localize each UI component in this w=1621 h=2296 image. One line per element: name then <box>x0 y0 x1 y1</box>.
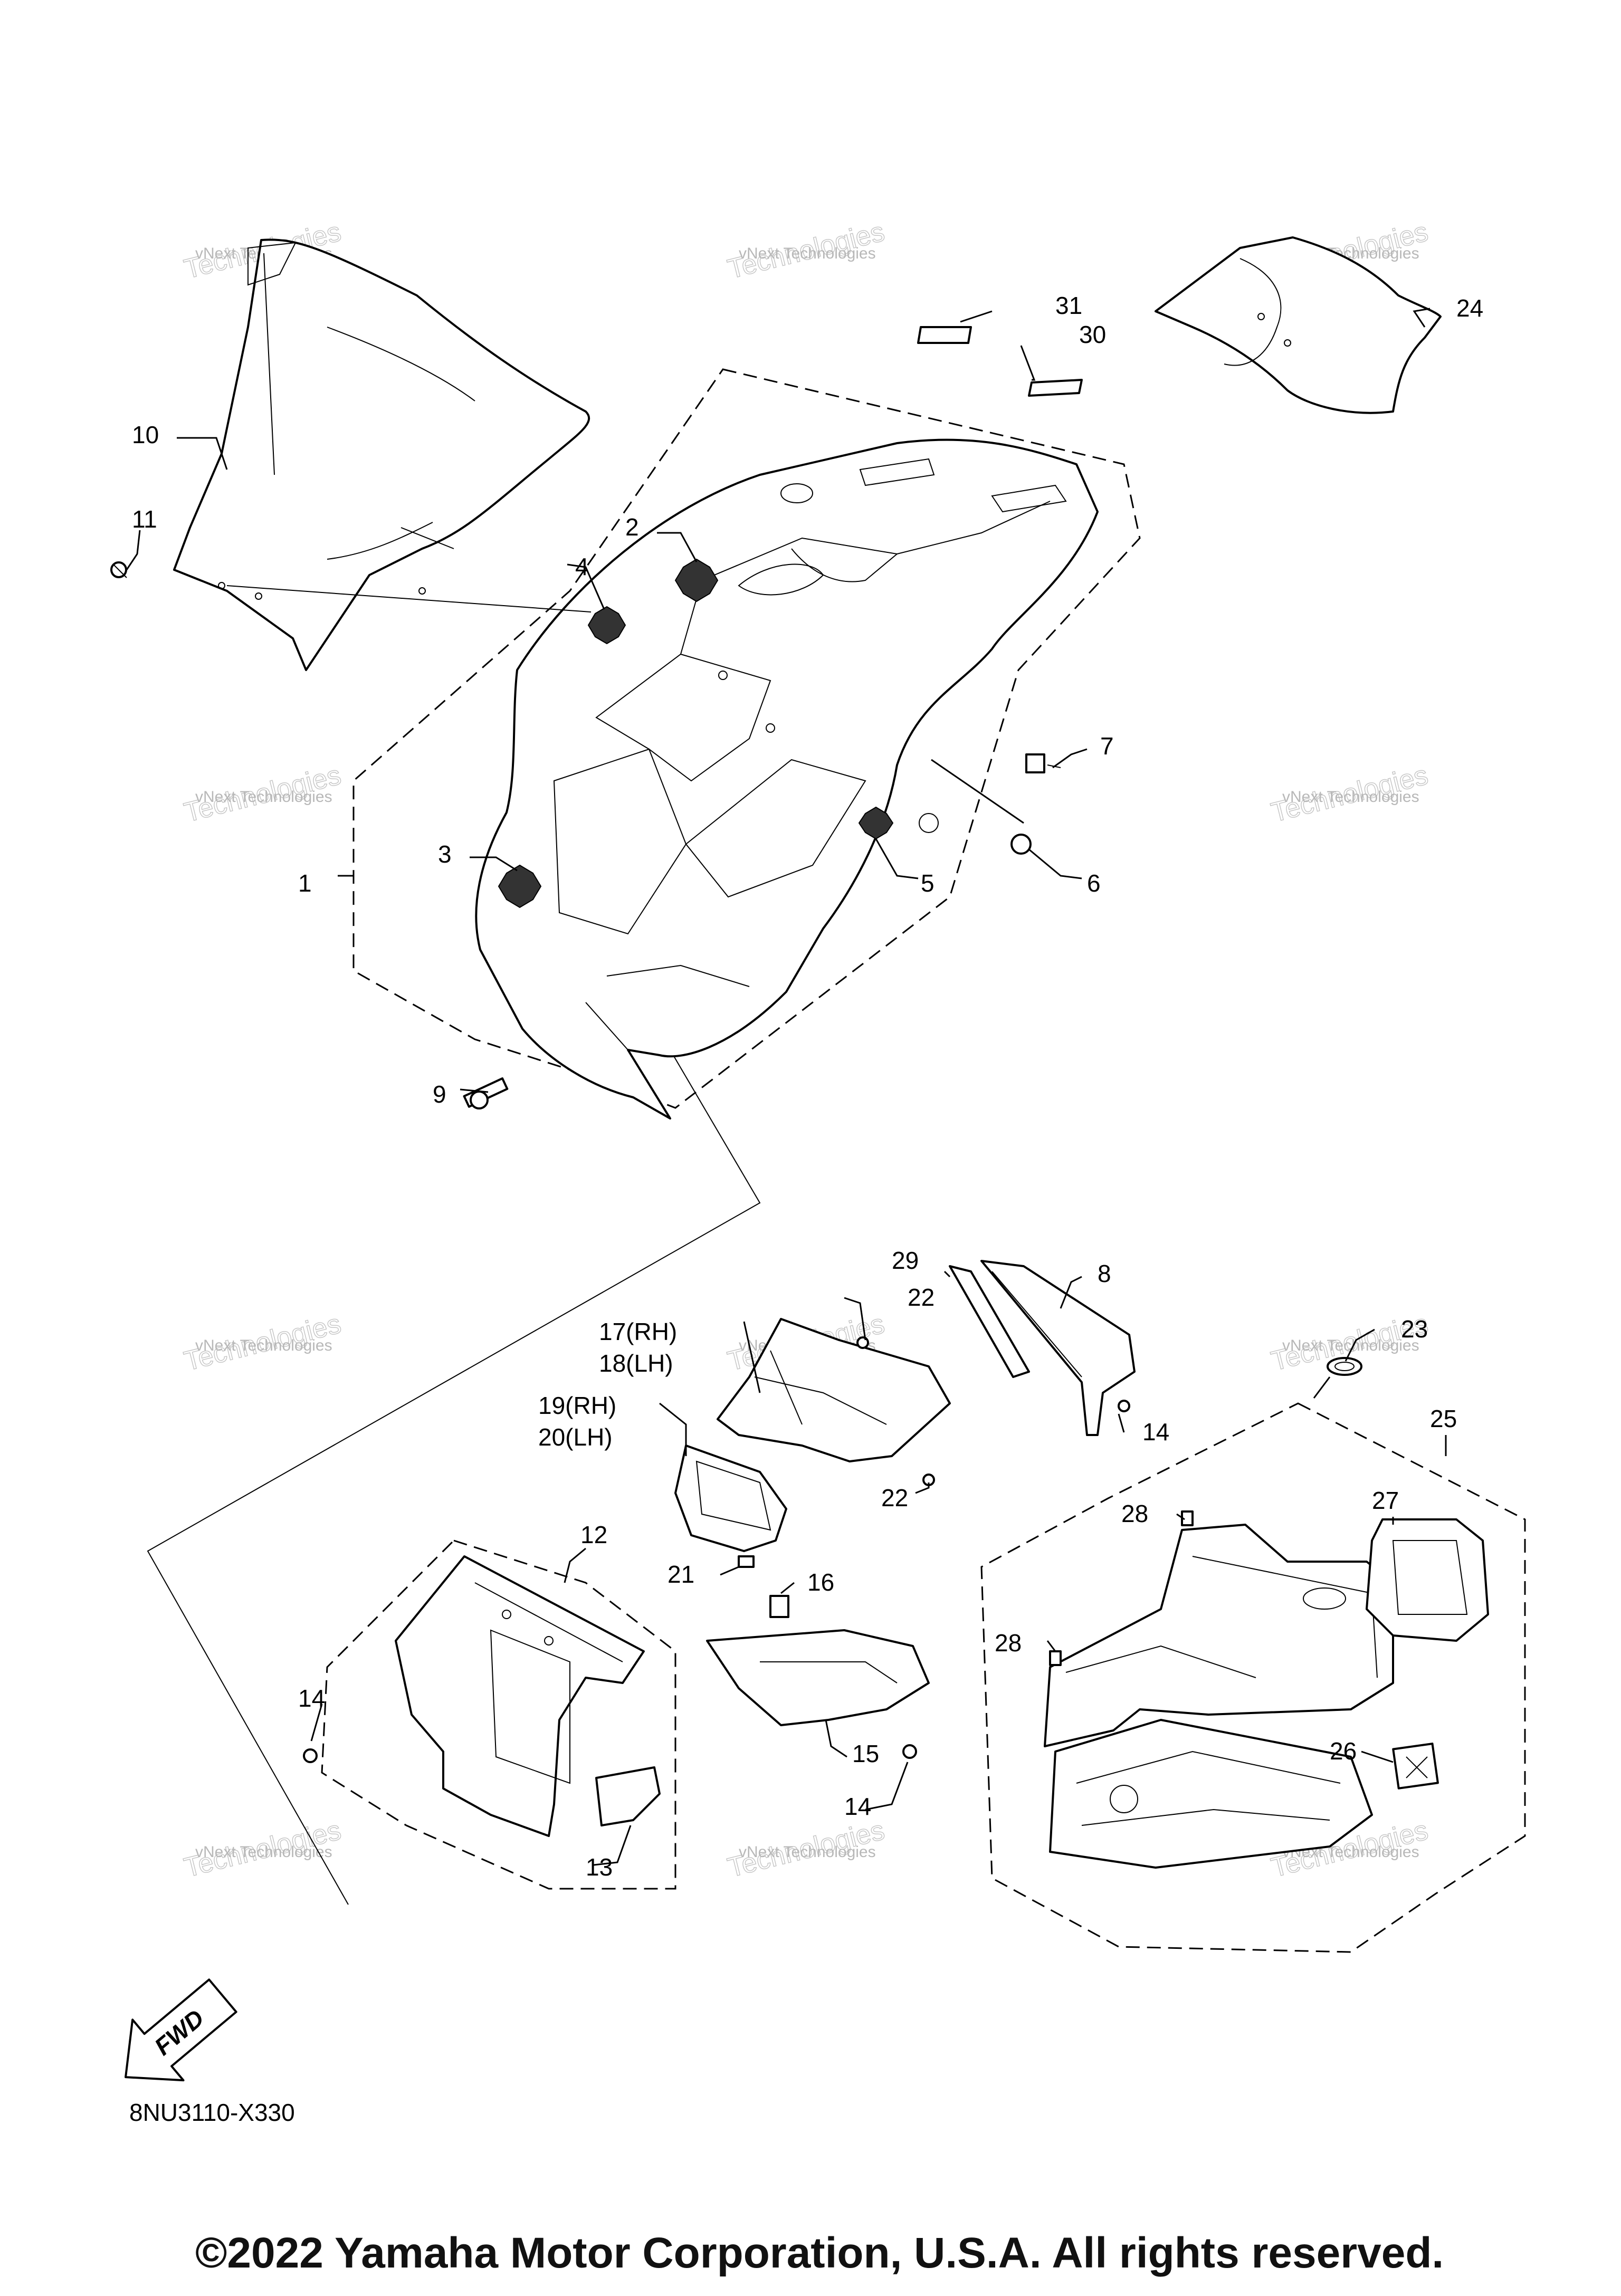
hood-panel <box>475 438 1099 1120</box>
clip-16 <box>769 1595 789 1618</box>
panel-8 <box>980 1260 1136 1436</box>
watermark-small: vNext Technologies <box>739 245 876 262</box>
callout-5: 5 <box>921 869 935 897</box>
callout-9: 9 <box>433 1080 446 1108</box>
cap-23 <box>1327 1357 1362 1376</box>
callout-27: 27 <box>1372 1487 1399 1514</box>
callout-1: 1 <box>298 869 312 897</box>
callout-21: 21 <box>668 1561 694 1588</box>
leader-lines <box>126 308 1447 1866</box>
callout-28: 28 <box>995 1629 1022 1657</box>
label-30 <box>1028 379 1083 397</box>
deflector-15 <box>706 1629 930 1726</box>
windshield <box>173 238 590 671</box>
callout-31: 31 <box>1055 292 1082 319</box>
bracket-13 <box>595 1766 661 1826</box>
cover-24 <box>1155 236 1442 414</box>
callout-11: 11 <box>132 505 157 533</box>
callout-14: 14 <box>1142 1418 1169 1446</box>
callout-13: 13 <box>586 1853 613 1881</box>
callout-22: 22 <box>881 1484 908 1511</box>
group-outline-hood-assembly <box>352 368 1141 1109</box>
connection-line <box>147 1049 761 1905</box>
lower-panel-12 <box>395 1555 645 1837</box>
strip-29 <box>949 1265 1030 1378</box>
callout-25: 25 <box>1430 1405 1457 1432</box>
emblem-4 <box>587 606 626 645</box>
callout-8: 8 <box>1098 1260 1111 1287</box>
callout-20: 20(LH) <box>538 1423 613 1451</box>
bolt-11 <box>110 561 127 578</box>
callout-2: 2 <box>625 513 639 541</box>
label-26 <box>1392 1743 1439 1790</box>
callout-24: 24 <box>1456 294 1483 322</box>
clip-7 <box>1025 753 1061 773</box>
screw-14 <box>303 1400 1130 1763</box>
frame-19-20 <box>674 1444 787 1552</box>
callout-14: 14 <box>844 1793 871 1820</box>
duct-17-18 <box>717 1318 951 1462</box>
callout-4: 4 <box>575 553 589 580</box>
watermark-small: vNext Technologies <box>195 1843 332 1861</box>
callout-3: 3 <box>438 840 452 868</box>
grommet-6 <box>1010 834 1032 855</box>
callout-26: 26 <box>1330 1737 1357 1765</box>
group-outline-lower-panel <box>321 1539 676 1890</box>
callout-29: 29 <box>892 1247 919 1274</box>
callout-labels: 1 2 3 4 5 6 7 8 9 10 11 12 13 14 14 14 1… <box>132 292 1483 1881</box>
diagram-code: 8NU3110-X330 <box>129 2099 295 2126</box>
watermark-small: vNext Technologies <box>1282 788 1419 806</box>
callout-7: 7 <box>1100 732 1114 760</box>
callout-16: 16 <box>807 1568 834 1596</box>
callout-10: 10 <box>132 421 159 448</box>
emblem-2 <box>674 558 719 602</box>
callout-6: 6 <box>1087 869 1101 897</box>
group-outline-air-box <box>980 1402 1526 1953</box>
screw-21 <box>738 1555 755 1568</box>
air-box-25 <box>1044 1524 1394 1869</box>
air-inlet-27 <box>1366 1518 1489 1642</box>
callout-14: 14 <box>298 1685 325 1712</box>
emblem-3 <box>498 864 542 908</box>
callout-15: 15 <box>852 1740 879 1767</box>
callout-22: 22 <box>908 1284 935 1311</box>
watermark-small: vNext Technologies <box>739 1843 876 1861</box>
callout-23: 23 <box>1401 1315 1428 1343</box>
watermark-small: vNext Technologies <box>195 788 332 806</box>
callout-19: 19(RH) <box>538 1392 616 1419</box>
fwd-arrow-icon: FWD <box>125 1978 237 2082</box>
copyright-notice: ©2022 Yamaha Motor Corporation, U.S.A. A… <box>195 2229 1444 2277</box>
callout-18: 18(LH) <box>599 1350 673 1377</box>
callout-12: 12 <box>580 1521 607 1548</box>
label-31 <box>917 326 972 344</box>
callout-28: 28 <box>1121 1500 1148 1527</box>
callout-30: 30 <box>1079 321 1106 348</box>
watermark-small: vNext Technologies <box>195 1337 332 1354</box>
bolt-9 <box>463 1077 509 1109</box>
callout-17: 17(RH) <box>599 1318 677 1345</box>
